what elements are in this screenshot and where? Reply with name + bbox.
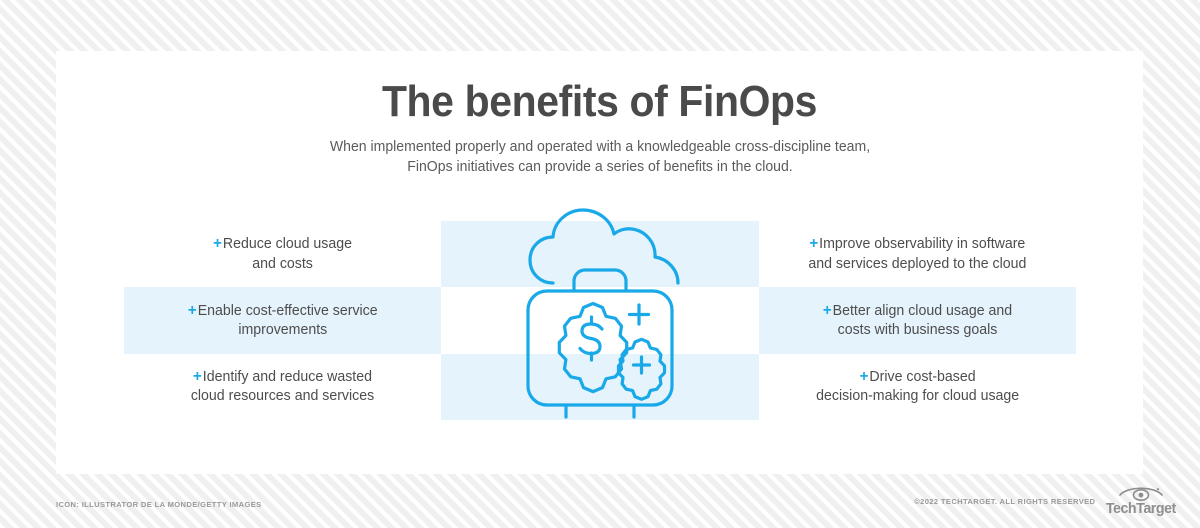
plus-bullet-icon: + [193,367,202,385]
plus-bullet-icon: + [809,235,819,253]
benefit-line-2: decision-making for cloud usage [815,388,1020,405]
benefit-text-left-3: +Identify and reduce wasted cloud resour… [191,367,374,407]
subtitle-line-1: When implemented properly and operated w… [329,139,870,156]
cloud-briefcase-gears-icon [526,207,680,419]
benefit-text-right-1: +Improve observability in software and s… [808,234,1026,274]
benefit-cell-right-2: +Better align cloud usage and costs with… [759,287,1076,354]
benefit-line-2: cloud resources and services [190,388,375,405]
benefit-cell-left-2: +Enable cost-effective service improveme… [124,287,441,354]
page-title: The benefits of FinOps [381,77,818,126]
benefit-cell-right-1: +Improve observability in software and s… [759,221,1076,288]
benefit-line-1: Drive cost-based [869,368,976,385]
benefit-line-2: and services deployed to the cloud [808,255,1027,272]
illustration-band-top [441,221,759,288]
footer-branding: ©2022 TECHTARGET. ALL RIGHTS RESERVED Te… [914,484,1178,516]
benefit-cell-left-3: +Identify and reduce wasted cloud resour… [124,353,441,420]
subtitle-line-2: FinOps initiatives can provide a series … [406,159,793,176]
plus-bullet-icon: + [859,367,869,385]
techtarget-wordmark: TechTarget [1106,500,1177,517]
benefit-line-1: Identify and reduce wasted [202,368,372,385]
benefit-cell-right-3: +Drive cost-based decision-making for cl… [759,353,1076,420]
benefit-line-1: Enable cost-effective service [197,302,378,319]
plus-bullet-icon: + [822,301,832,319]
illustration-band-bottom [441,353,759,420]
benefit-line-1: Improve observability in software [819,236,1026,253]
eye-icon [1119,487,1163,501]
infographic-card: The benefits of FinOps When implemented … [56,51,1143,474]
illustration-band-middle [441,287,759,354]
benefits-grid: +Reduce cloud usage and costs [124,207,1076,420]
image-credit: ICON: ILLUSTRATOR DE LA MONDE/GETTY IMAG… [56,500,262,509]
benefit-text-left-1: +Reduce cloud usage and costs [213,234,352,274]
benefit-line-2: costs with business goals [837,322,998,339]
illustration-bands [441,221,759,420]
benefit-line-2: improvements [238,322,327,339]
benefit-text-right-3: +Drive cost-based decision-making for cl… [816,367,1019,407]
page-subtitle: When implemented properly and operated w… [260,137,939,177]
benefit-cell-left-1: +Reduce cloud usage and costs [124,221,441,288]
illustration-column [441,207,759,420]
techtarget-logo: TechTarget [1104,484,1178,516]
benefit-text-right-2: +Better align cloud usage and costs with… [823,301,1012,341]
benefit-line-1: Reduce cloud usage [222,236,352,253]
header: The benefits of FinOps When implemented … [56,51,1143,177]
plus-bullet-icon: + [213,235,222,253]
benefit-text-left-2: +Enable cost-effective service improveme… [188,301,378,341]
plus-bullet-icon: + [187,301,197,319]
benefit-line-2: and costs [252,255,313,272]
copyright-notice: ©2022 TECHTARGET. ALL RIGHTS RESERVED [914,496,1096,506]
benefit-line-1: Better align cloud usage and [832,302,1013,319]
